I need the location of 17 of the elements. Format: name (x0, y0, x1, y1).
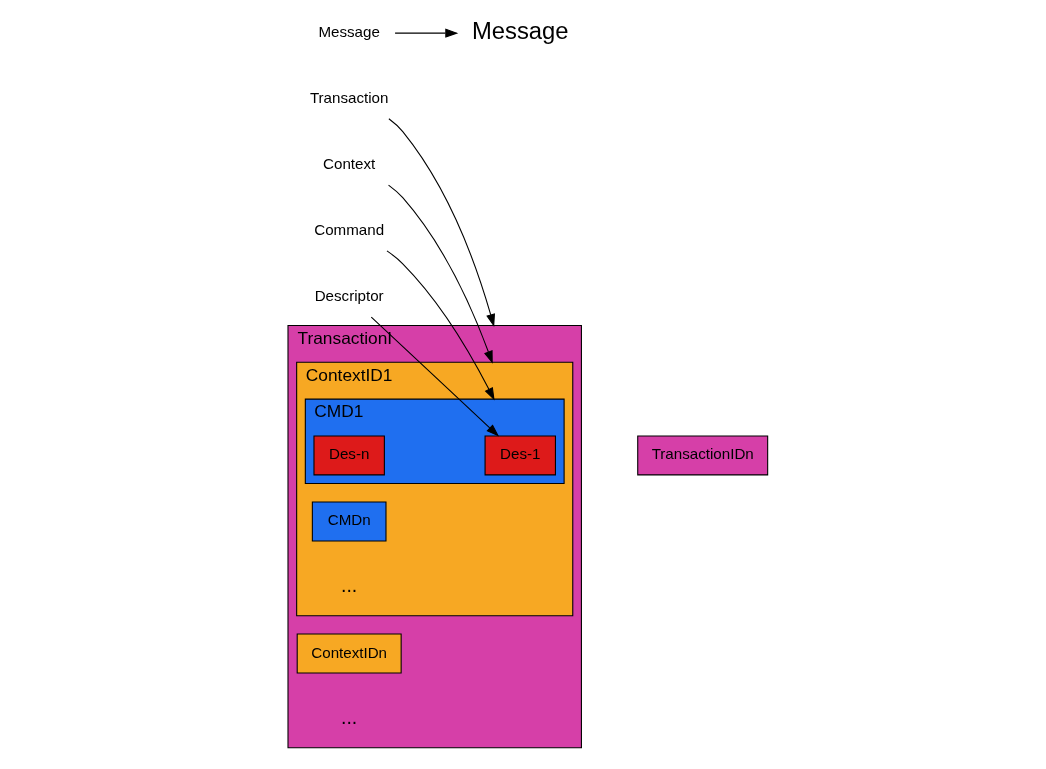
node-box: CMDn (311, 501, 387, 542)
node-text: Message (317, 23, 380, 41)
node-box: ContextIDn (296, 633, 402, 674)
node-text: Message (471, 17, 569, 45)
arrow (387, 184, 493, 364)
node-text: Transaction (309, 89, 388, 107)
arrow (385, 250, 495, 401)
node-text: Context (322, 155, 375, 173)
label: ... (340, 706, 357, 729)
node-box: TransactionIDn (636, 435, 768, 476)
node-text: Descriptor (314, 287, 384, 305)
node-text: Command (313, 221, 384, 239)
label: ... (340, 574, 357, 597)
arrow (387, 118, 495, 328)
node-box: Des-n (312, 435, 385, 476)
node-box: Des-1 (484, 435, 556, 476)
arrow (394, 28, 458, 38)
